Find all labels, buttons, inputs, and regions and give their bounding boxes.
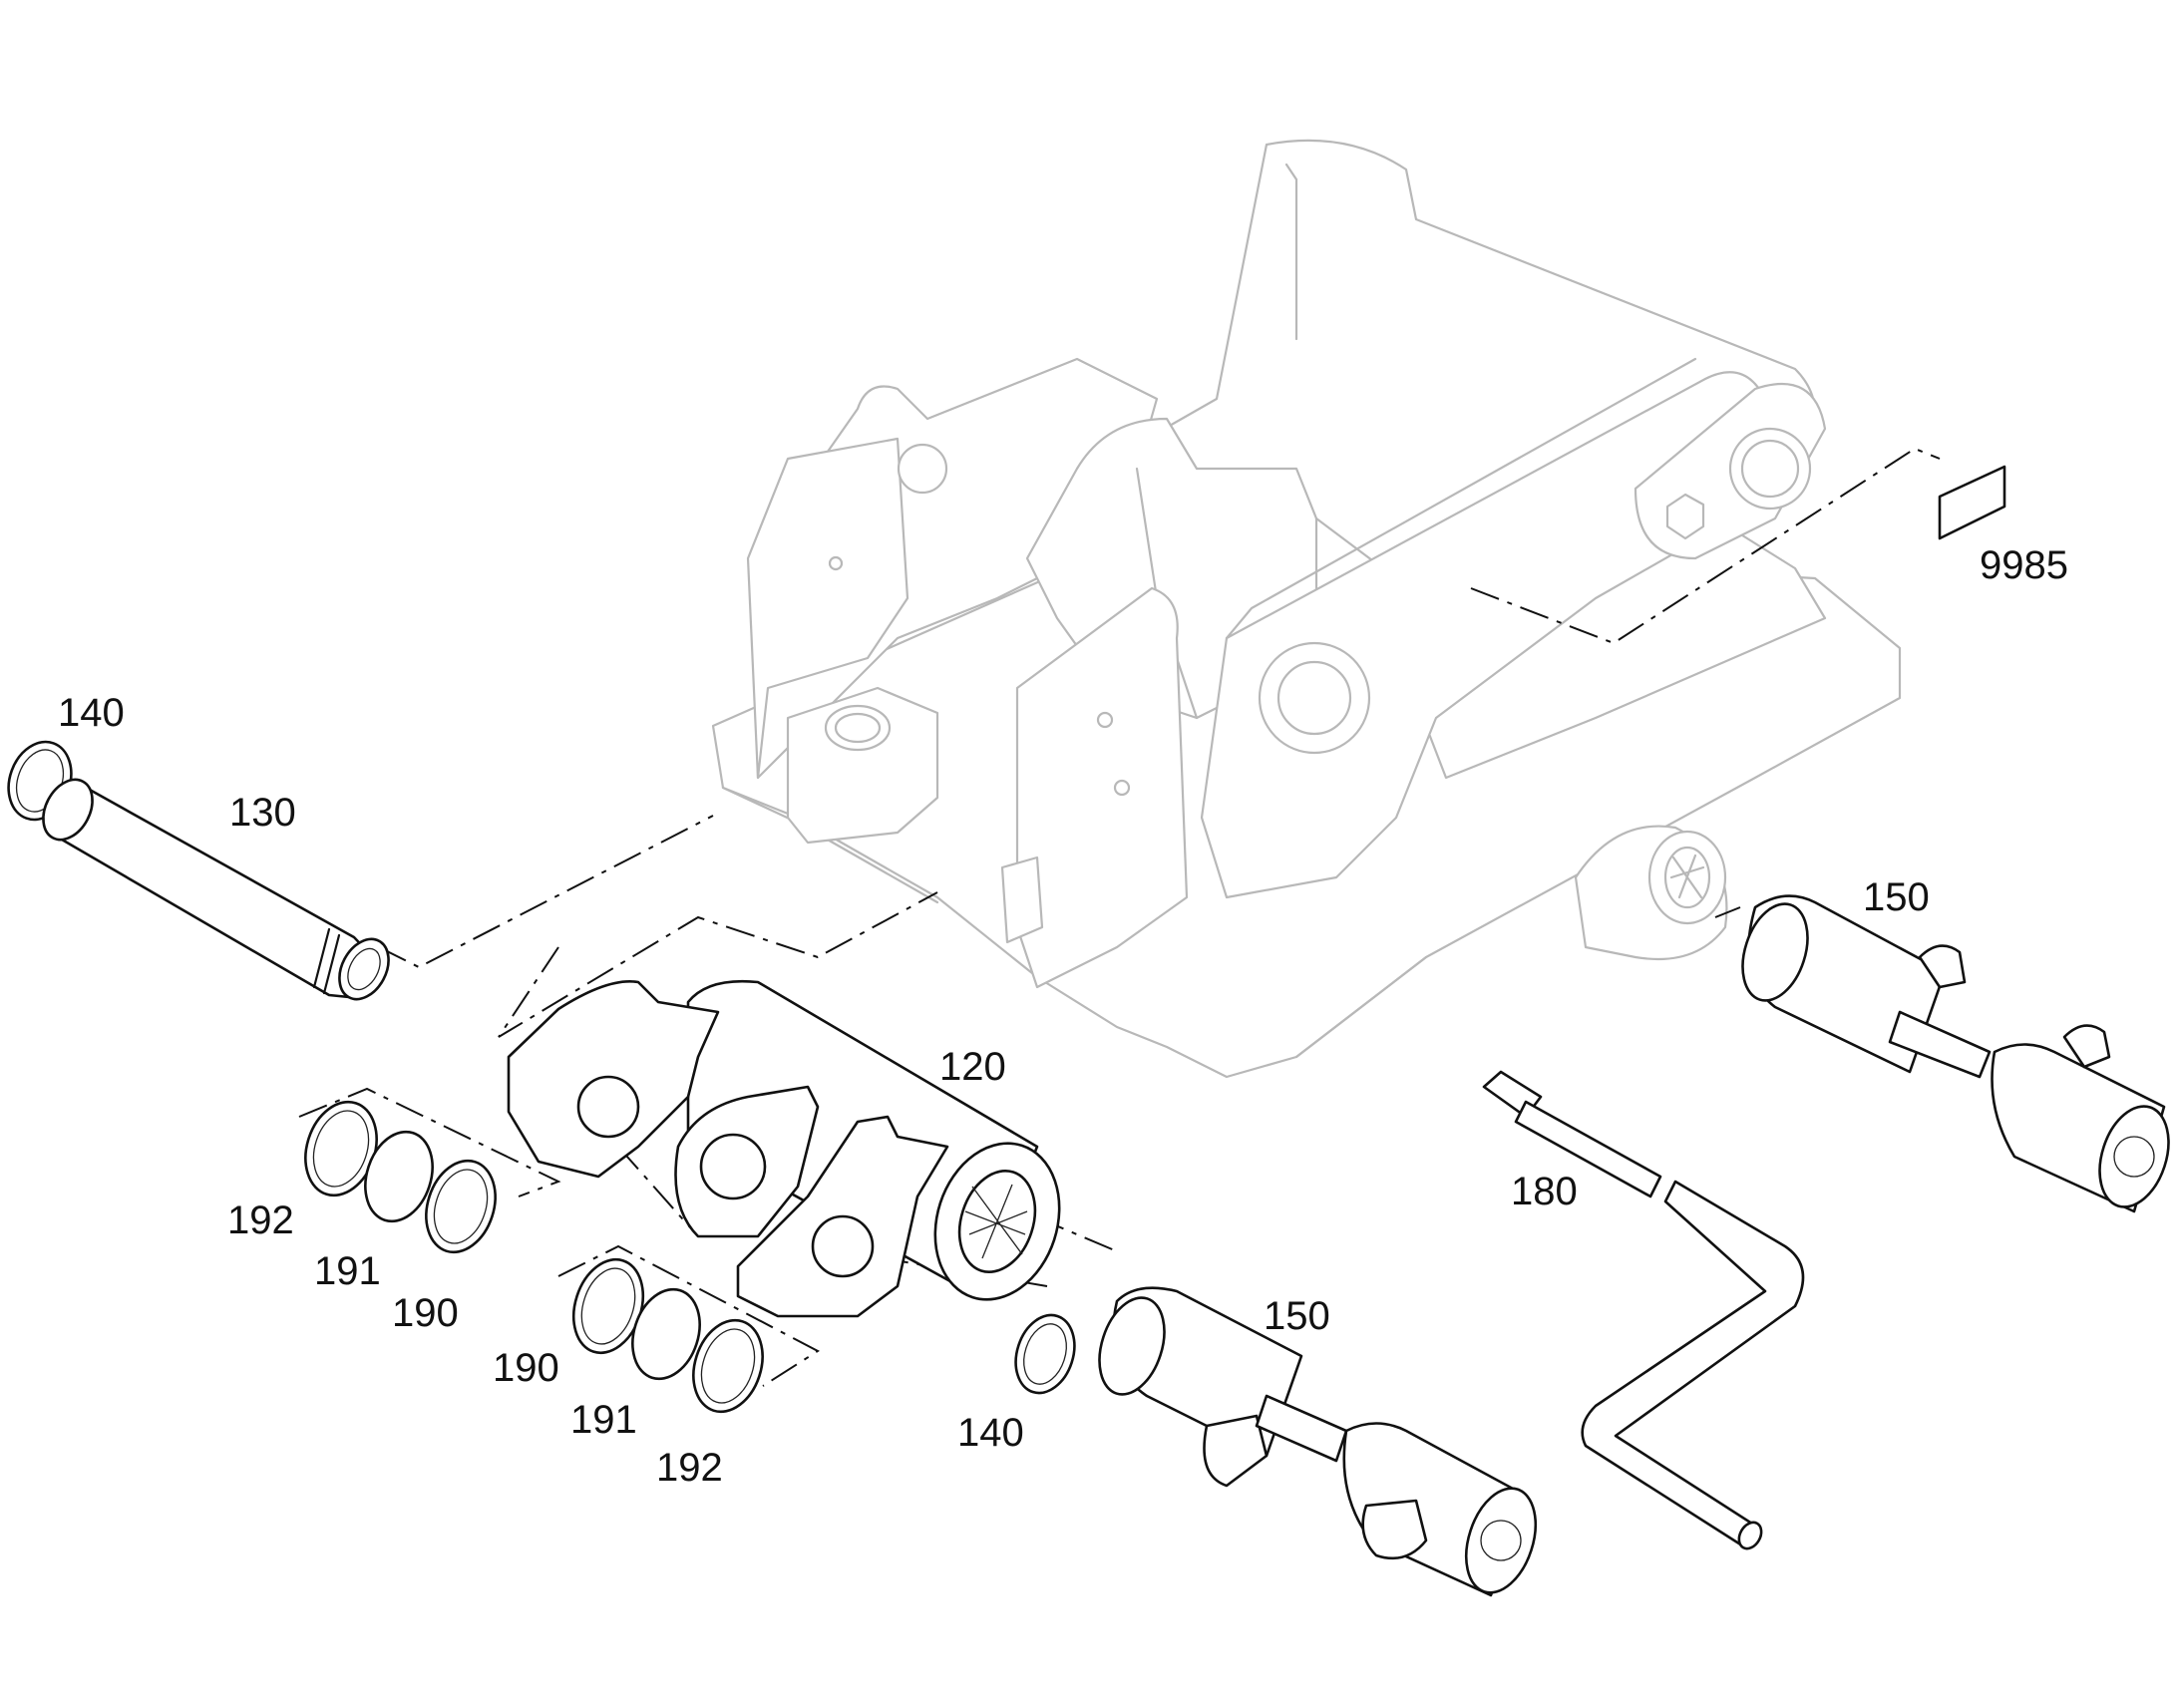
callout-190-lower: 190: [493, 1346, 559, 1390]
part-191-ring-upper: [364, 1130, 434, 1223]
frame-front-side-plate: [1015, 586, 1189, 989]
leader-lines: [298, 447, 1941, 1387]
part-130-pin: [42, 778, 390, 1001]
callout-191-lower: 191: [570, 1398, 637, 1442]
callout-190-upper: 190: [392, 1291, 459, 1335]
callout-labels: 9985 140 130 150 120 180 192 191 190 150…: [58, 543, 2068, 1490]
part-9985-tag: [1938, 465, 2006, 540]
rings-lower-group: [571, 1257, 764, 1414]
callout-130: 130: [229, 791, 296, 835]
callout-140-lower: 140: [957, 1411, 1024, 1455]
callout-192-upper: 192: [227, 1198, 294, 1242]
part-140-ring-lower: [1014, 1313, 1076, 1395]
part-180-hex-key: [1482, 1070, 1805, 1550]
part-120-lock-body: [507, 979, 1061, 1318]
part-190-ring-upper: [425, 1159, 497, 1254]
callout-140-upper: 140: [58, 691, 125, 735]
callout-9985: 9985: [1980, 543, 2068, 587]
callout-150-lower: 150: [1264, 1294, 1330, 1338]
callout-150-upper: 150: [1863, 875, 1930, 919]
rings-upper-group: [304, 1100, 497, 1254]
part-191-ring-lower: [631, 1287, 701, 1381]
part-150-cylinder-upper: [1741, 894, 2170, 1213]
part-150-cylinder-lower: [1098, 1286, 1538, 1597]
callout-120: 120: [939, 1045, 1006, 1089]
part-192-ring-lower: [692, 1318, 764, 1414]
callout-180: 180: [1511, 1170, 1578, 1213]
callout-191-upper: 191: [314, 1249, 381, 1293]
callout-192-lower: 192: [656, 1446, 723, 1490]
coupler-frame-ghost: [711, 139, 1902, 1079]
